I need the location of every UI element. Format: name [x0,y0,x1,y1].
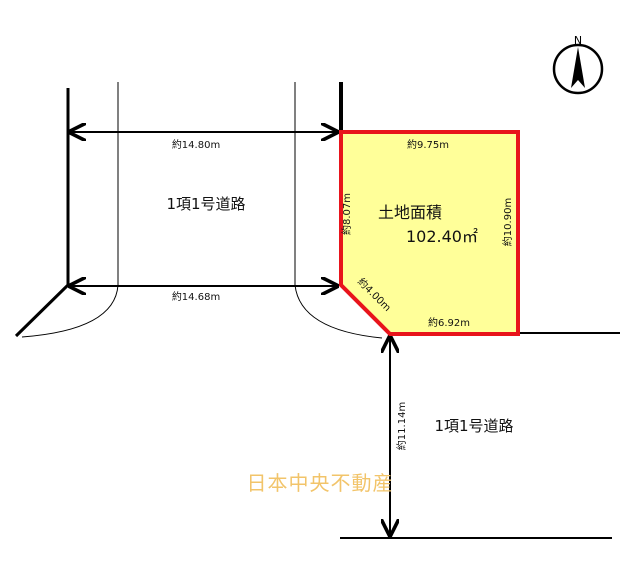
dimension-label-lot-top: 約9.75m [407,138,449,151]
road-label-upper: 1項1号道路 [166,195,245,213]
dimension-label-top-road-lower: 約14.68m [172,290,220,303]
north-arrow-icon: N [552,34,604,95]
dimension-label-lot-left: 約8.07m [340,193,353,235]
watermark: 日本中央不動産 [247,471,394,495]
dimension-label-top-road-upper: 約14.80m [172,138,220,151]
lot-title: 土地面積 [378,203,442,222]
road-label-lower: 1項1号道路 [434,417,513,435]
dimension-label-bottom-road: 約11.14m [395,402,408,450]
lot-polygon [339,130,520,336]
dimension-label-lot-bottom: 約6.92m [428,316,470,329]
north-letter: N [574,34,582,47]
lot-area: 102.40㎡ [406,227,478,246]
dimension-label-lot-right: 約10.90m [501,198,514,246]
